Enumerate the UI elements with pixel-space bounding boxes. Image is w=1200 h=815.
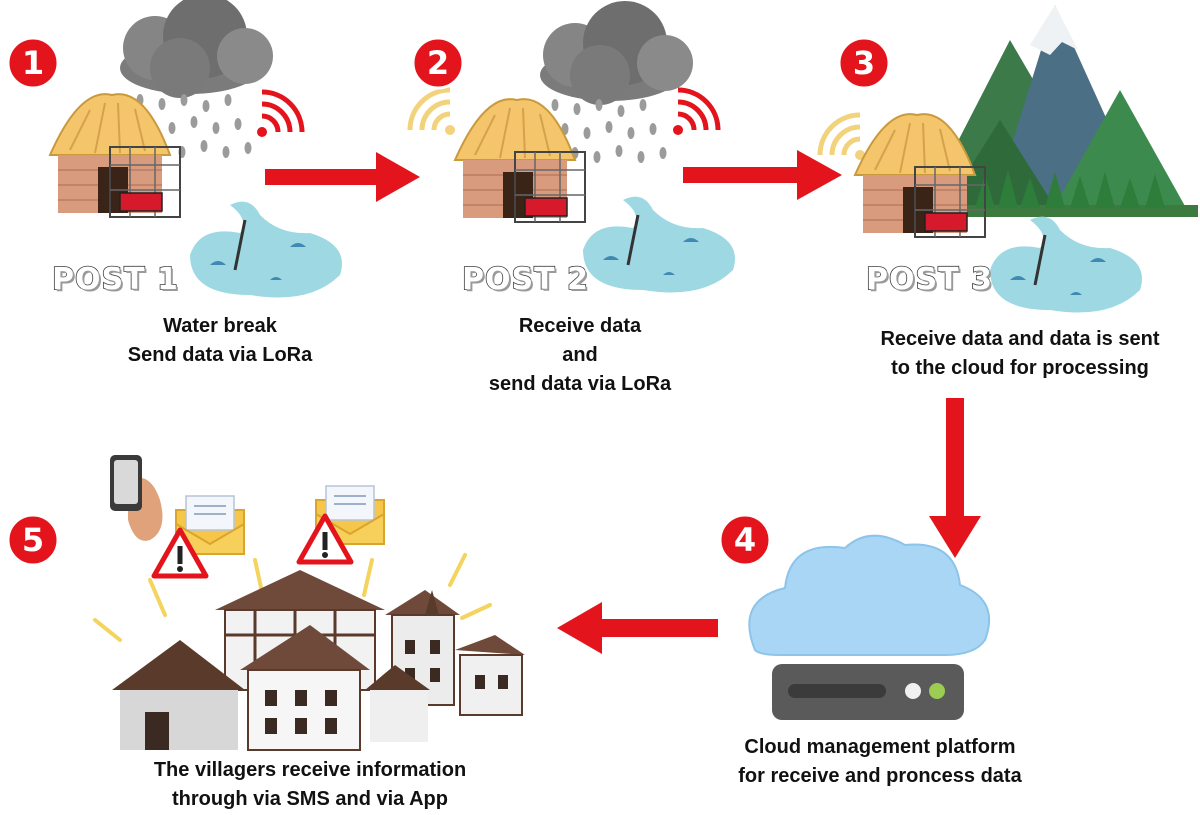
post-1-title: POST 1	[51, 261, 179, 298]
step-2-caption-line-2: and	[562, 344, 598, 366]
step-1-caption-line-1: Water break	[163, 315, 277, 337]
step-3-caption: Receive data and data is sent to the clo…	[845, 325, 1195, 383]
step-4-number: 4	[734, 521, 756, 559]
step-5-caption-line-1: The villagers receive information	[153, 759, 467, 781]
step-4-caption-line-2: for receive and proncess data	[738, 765, 1022, 787]
step-1-number: 1	[22, 44, 44, 82]
step-1-caption: Water break Send data via LoRa	[110, 312, 330, 370]
arrow-3-to-4	[929, 398, 981, 558]
step-5-badge: 5	[5, 512, 61, 568]
step-2-badge: 2	[410, 35, 466, 91]
step-2-caption-line-1: Receive data	[518, 315, 642, 337]
arrow-2-to-3	[683, 150, 842, 200]
post-1-illustration	[49, 0, 344, 299]
step-3-caption-line-2: to the cloud for processing	[891, 357, 1149, 379]
step-4-caption-line-1: Cloud management platform	[744, 736, 1016, 758]
step-1-caption-line-2: Send data via LoRa	[127, 344, 313, 366]
arrow-1-to-2	[265, 152, 420, 202]
arrow-4-to-5	[557, 602, 718, 654]
step-1-badge: 1	[5, 35, 61, 91]
post-3-illustration	[820, 5, 1198, 314]
step-5-caption: The villagers receive information throug…	[110, 756, 510, 814]
cloud-platform-illustration	[748, 534, 990, 720]
step-5-number: 5	[22, 521, 44, 559]
step-2-caption: Receive data and send data via LoRa	[455, 312, 705, 399]
step-3-badge: 3	[836, 35, 892, 91]
village-illustration	[93, 455, 525, 751]
step-3-caption-line-1: Receive data and data is sent	[880, 328, 1160, 350]
step-5-caption-line-2: through via SMS and via App	[172, 788, 448, 810]
step-4-badge: 4	[717, 512, 773, 568]
step-2-number: 2	[427, 44, 449, 82]
step-4-caption: Cloud management platform for receive an…	[700, 733, 1060, 791]
step-3-number: 3	[853, 44, 875, 82]
post-3-title: POST 3	[865, 261, 993, 298]
post-2-title: POST 2	[461, 261, 589, 298]
step-2-caption-line-3: send data via LoRa	[488, 373, 672, 395]
